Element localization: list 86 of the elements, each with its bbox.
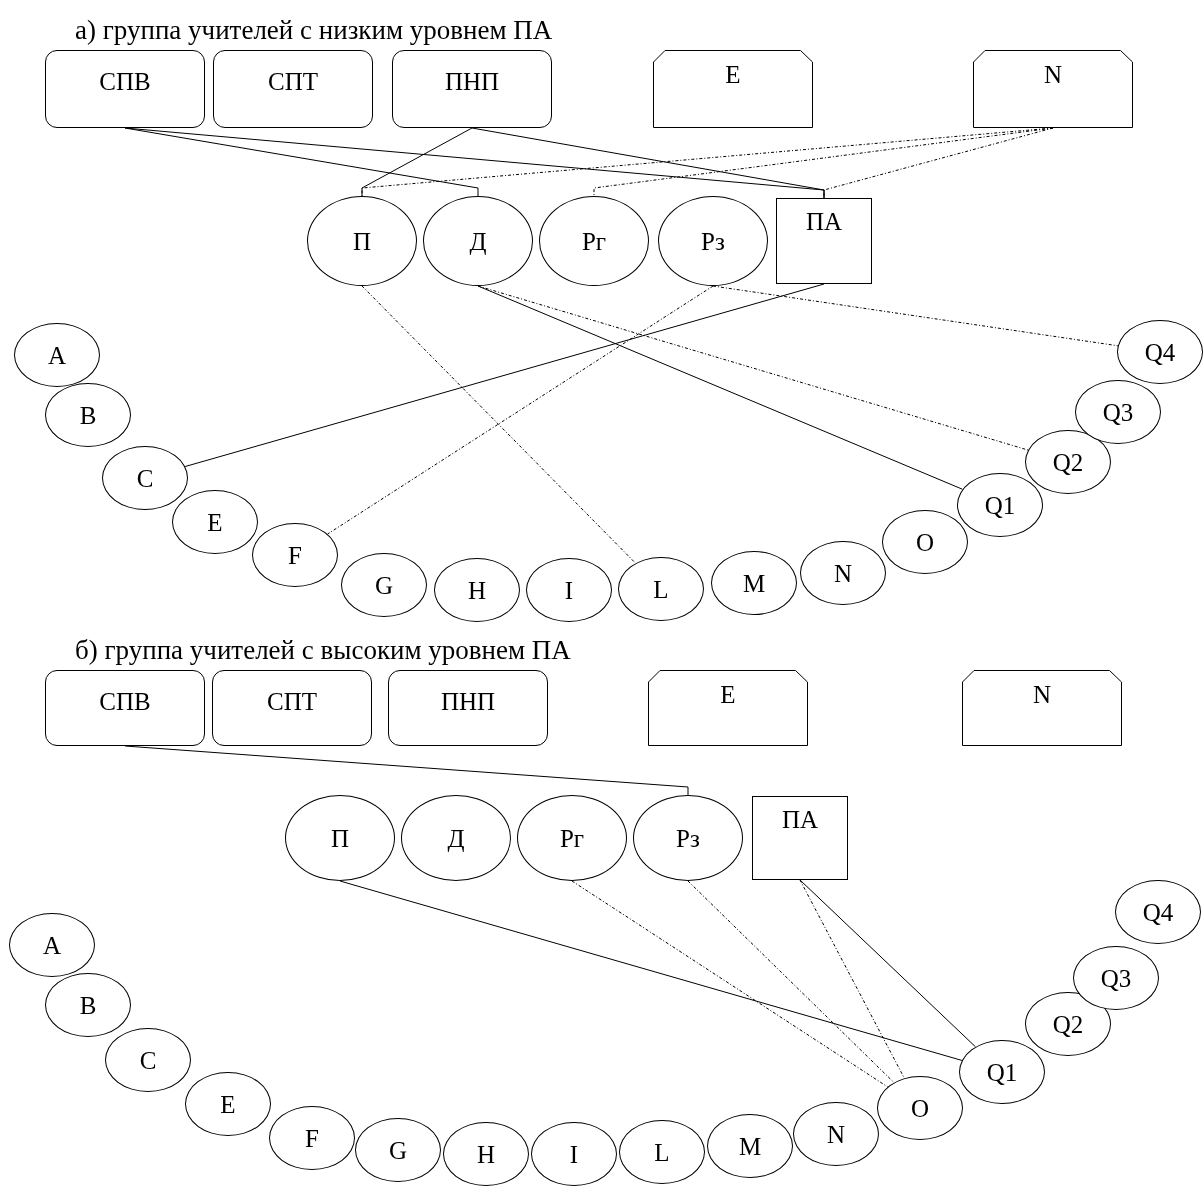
rounded-box: [212, 670, 372, 746]
node-label: B: [79, 402, 97, 428]
oval-node: [45, 383, 131, 447]
node-label: L: [654, 1139, 670, 1165]
node-label: H: [467, 577, 487, 603]
clipped-corner-box: [973, 50, 1133, 128]
connector-line: [361, 285, 637, 564]
node-label: Рз: [701, 228, 725, 254]
node-label: N: [1032, 682, 1052, 707]
node-label: Q4: [1144, 339, 1176, 365]
node-label: M: [738, 1133, 762, 1159]
connector-line: [823, 127, 1054, 199]
node-label: ПА: [805, 209, 843, 234]
node-label: СПТ: [268, 69, 318, 94]
node-label: Д: [447, 825, 465, 851]
connector-line: [339, 880, 963, 1061]
node-label: G: [388, 1137, 408, 1163]
node-label: П: [330, 825, 350, 851]
node-label: Q1: [984, 492, 1016, 518]
node-label: O: [915, 529, 935, 555]
clipped-corner-box: [648, 670, 808, 746]
node-label: O: [910, 1095, 930, 1121]
connector-line: [361, 127, 473, 197]
node-label: G: [374, 572, 394, 598]
node-label: A: [42, 932, 62, 958]
rounded-box: [388, 670, 548, 746]
connector-line: [477, 285, 964, 490]
node-label: C: [139, 1047, 157, 1073]
oval-node: [45, 973, 131, 1037]
node-label: ПНП: [444, 69, 500, 94]
node-label: E: [725, 62, 741, 87]
oval-node: [877, 1076, 963, 1140]
oval-node: [185, 1072, 271, 1136]
node-label: E: [720, 682, 736, 707]
rounded-box: [45, 50, 205, 128]
oval-node: [105, 1028, 191, 1092]
node-label: Рг: [581, 228, 607, 254]
connector-line: [477, 285, 1029, 451]
rounded-box: [392, 50, 552, 128]
node-label: П: [352, 228, 372, 254]
node-label: I: [564, 577, 574, 603]
oval-node: [882, 510, 968, 574]
oval-node: [172, 490, 258, 554]
node-label: M: [742, 570, 766, 596]
node-label: N: [833, 560, 853, 586]
node-label: F: [288, 542, 302, 568]
oval-node: [959, 1040, 1045, 1104]
panel-title: а) группа учителей с низким уровнем ПА: [75, 17, 553, 44]
node-label: СПВ: [99, 689, 151, 714]
node-label: H: [476, 1141, 496, 1167]
node-label: I: [569, 1141, 579, 1167]
clipped-corner-box: [962, 670, 1122, 746]
node-label: N: [1043, 62, 1063, 87]
node-label: A: [47, 342, 67, 368]
node-label: Q2: [1052, 1011, 1084, 1037]
node-label: B: [79, 992, 97, 1018]
node-label: F: [305, 1125, 319, 1151]
node-label: E: [220, 1091, 236, 1117]
node-label: Рг: [559, 825, 585, 851]
node-label: Q3: [1100, 965, 1132, 991]
clipped-corner-box: [653, 50, 813, 128]
connector-line: [687, 880, 895, 1084]
connector-line: [184, 283, 825, 468]
square-node: [776, 198, 872, 284]
node-label: ПА: [781, 807, 819, 832]
node-label: Q2: [1052, 449, 1084, 475]
node-label: C: [136, 465, 154, 491]
node-label: Q1: [986, 1059, 1018, 1085]
connector-line: [799, 879, 976, 1048]
node-label: ПНП: [440, 689, 496, 714]
node-label: Рз: [676, 825, 700, 851]
rounded-box: [213, 50, 373, 128]
node-label: N: [826, 1121, 846, 1147]
node-label: Q4: [1142, 899, 1174, 925]
node-label: СПТ: [267, 689, 317, 714]
oval-node: [957, 473, 1043, 537]
square-node: [752, 796, 848, 880]
panel-title: б) группа учителей с высоким уровнем ПА: [75, 637, 571, 664]
node-label: Д: [469, 228, 487, 254]
node-label: E: [207, 509, 223, 535]
rounded-box: [45, 670, 205, 746]
oval-node: [102, 446, 188, 510]
node-label: Q3: [1102, 399, 1134, 425]
connector-line: [799, 879, 905, 1079]
node-label: СПВ: [99, 69, 151, 94]
node-label: L: [653, 576, 669, 602]
